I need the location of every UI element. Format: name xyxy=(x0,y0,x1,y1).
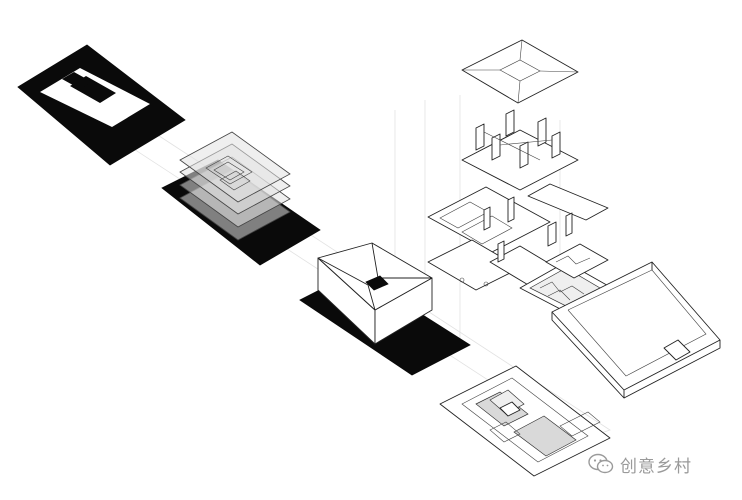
watermark-label: 创意乡村 xyxy=(620,456,692,477)
watermark: 创意乡村 xyxy=(588,452,692,477)
middle-floor-plate xyxy=(427,183,609,253)
wechat-icon xyxy=(588,453,614,474)
layered-planes-on-slab xyxy=(161,131,321,266)
site-plan xyxy=(439,365,611,477)
massing-box-on-slab xyxy=(299,242,471,376)
folded-plinth-platform xyxy=(551,261,721,399)
roof-pyramid xyxy=(461,39,579,104)
figure-ground-plan-u-shape xyxy=(17,44,186,166)
upper-wall-frame xyxy=(461,109,579,191)
